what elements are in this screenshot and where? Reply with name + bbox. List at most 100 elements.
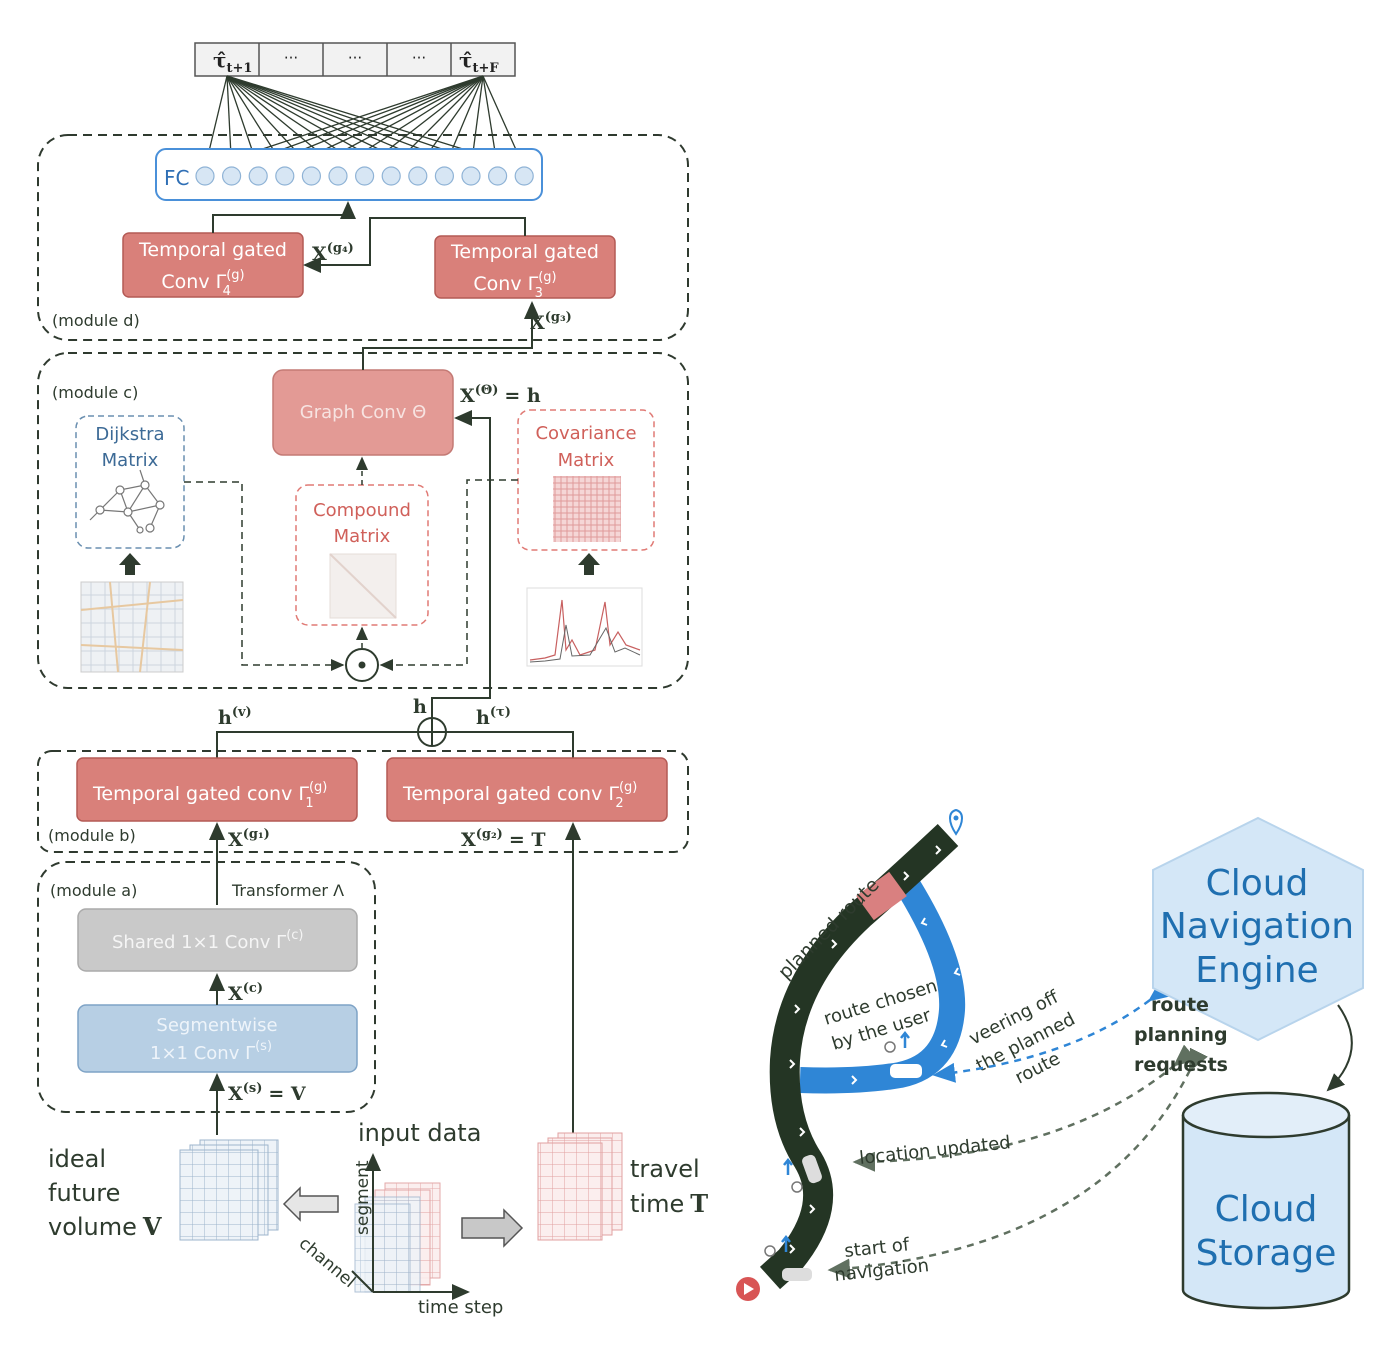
- h-tau-label: h(τ): [476, 705, 511, 729]
- conv3-line2: Conv Γ(g)3: [473, 270, 556, 301]
- covariance-line2: Matrix: [558, 450, 615, 471]
- channel-axis-label: channel: [295, 1234, 359, 1293]
- ideal-label: ideal: [48, 1145, 106, 1173]
- fc-neuron: [328, 166, 348, 186]
- start-navigation-arrow: [827, 1047, 1208, 1279]
- destination-pin-icon: [949, 808, 963, 836]
- output-ellipsis-1: ···: [284, 49, 298, 67]
- x-g3-label: X(g₃): [530, 310, 572, 334]
- up-arrow-covariance: [578, 553, 600, 575]
- travel-label: travel: [630, 1155, 700, 1183]
- route-planning-line3: requests: [1134, 1054, 1228, 1076]
- fc-neuron: [434, 166, 454, 186]
- route-planning-line1: route: [1151, 994, 1209, 1016]
- dijkstra-matrix-box: [75, 415, 185, 549]
- dijkstra-line1: Dijkstra: [95, 424, 164, 445]
- cloud-storage-cylinder: [1181, 1115, 1351, 1310]
- planned-route-blocked-segment: [856, 871, 907, 921]
- cloud-engine-line2: Navigation: [1160, 906, 1354, 947]
- dijkstra-to-hadamard-arrow: [184, 481, 345, 671]
- fc-layer-box: [155, 148, 543, 201]
- time-series-curve-gray: [529, 624, 641, 663]
- temporal-gated-conv-2: [386, 757, 668, 822]
- output-first-cell: τ̂t+1: [213, 48, 252, 76]
- time-series-curve-red: [529, 599, 641, 661]
- graph-conv-to-conv3-arrow: [362, 301, 540, 370]
- engine-to-storage-arrow: [1326, 1004, 1353, 1092]
- travel-time-tensor-stack: [537, 1132, 623, 1241]
- compound-line2: Matrix: [334, 526, 391, 547]
- fc-neuron: [275, 166, 295, 186]
- dijkstra-line2: Matrix: [102, 450, 159, 471]
- covariance-to-hadamard-arrow: [379, 479, 518, 671]
- upload-icon-3: [781, 1234, 791, 1252]
- h-v-label: h(v): [218, 705, 252, 729]
- car-icon-start: [782, 1268, 812, 1281]
- fc-label: FC: [164, 166, 189, 190]
- future-label: future: [48, 1179, 120, 1207]
- conv4-line1: Temporal gated: [138, 239, 287, 261]
- temporal-gated-conv-1: [76, 757, 358, 822]
- fc-neuron: [514, 166, 534, 186]
- conv4-line2: Conv Γ(g)4: [161, 268, 244, 299]
- conv3-line1: Temporal gated: [450, 241, 599, 263]
- x-s-label: X(s)= V: [228, 1081, 307, 1105]
- gps-icon-2: [791, 1181, 803, 1193]
- fc-neuron: [248, 166, 268, 186]
- x-c-label: X(c): [228, 981, 263, 1005]
- gps-icon-1: [884, 1041, 896, 1053]
- time-series-thumbnail: [526, 587, 643, 667]
- module-c-label: (module c): [52, 383, 138, 402]
- upload-icon-1: [900, 1030, 910, 1048]
- shared-conv-label: Shared 1×1 Conv Γ(c): [112, 928, 304, 953]
- covariance-matrix-thumbnail: [553, 476, 621, 542]
- module-d-frame: [37, 134, 689, 341]
- x-g2-label: X(g₂)= T: [461, 827, 546, 851]
- up-arrow-dijkstra: [119, 553, 141, 575]
- road-map-thumbnail: [80, 581, 184, 673]
- module-a-frame: [37, 861, 376, 1113]
- conv1-label: Temporal gated conv Γ(g)1: [92, 780, 327, 811]
- fc-neuron: [355, 166, 375, 186]
- output-vector: τ̂t+1 ··· ··· ··· τ̂t+F: [194, 42, 516, 77]
- sum-to-graphconv-arrow: [431, 410, 491, 718]
- conv2-label: Temporal gated conv Γ(g)2: [402, 780, 637, 811]
- compound-line1: Compound: [313, 500, 411, 521]
- transformer-label: Transformer Λ: [231, 881, 344, 900]
- time-step-axis-label: time step: [418, 1297, 503, 1318]
- x-g4-label: X(g₄): [312, 241, 354, 265]
- module-d-label: (module d): [52, 311, 140, 330]
- covariance-line1: Covariance: [535, 423, 636, 444]
- output-last-cell: τ̂t+F: [459, 48, 499, 76]
- fc-neuron: [301, 166, 321, 186]
- cloud-engine-hexagon: [1152, 816, 1364, 1042]
- split-arrow-left: [282, 1186, 339, 1222]
- x-g1-label: X(g₁): [228, 827, 270, 851]
- conv1-to-sum-line: [216, 731, 418, 758]
- cloud-storage-top: [1181, 1091, 1351, 1139]
- fc-neuron: [488, 166, 508, 186]
- module-a-label: (module a): [50, 881, 137, 900]
- upload-icon-2: [783, 1157, 793, 1175]
- input-data-label: input data: [358, 1119, 481, 1147]
- fc-neuron: [408, 166, 428, 186]
- hadamard-dot: [358, 661, 366, 669]
- conv2-to-sum-line: [446, 731, 574, 758]
- route-planning-line2: planning: [1134, 1024, 1228, 1046]
- cloud-storage-line1: Cloud: [1215, 1189, 1318, 1230]
- road-map-roads: [80, 581, 184, 673]
- conv4-to-fc-arrow: [212, 201, 356, 233]
- start-marker-play: [744, 1283, 754, 1295]
- segment-axis-label: segment: [353, 1160, 373, 1235]
- cloud-storage-line2: Storage: [1196, 1233, 1337, 1274]
- fc-neuron: [195, 166, 215, 186]
- input-data-tensor: [354, 1182, 441, 1293]
- fc-neuron: [222, 166, 242, 186]
- fc-neuron: [381, 166, 401, 186]
- module-c-frame: [37, 352, 689, 689]
- shared-conv-box: [77, 908, 358, 972]
- conv3-to-conv4-arrow: [303, 217, 526, 273]
- car-icon-updated: [802, 1154, 822, 1184]
